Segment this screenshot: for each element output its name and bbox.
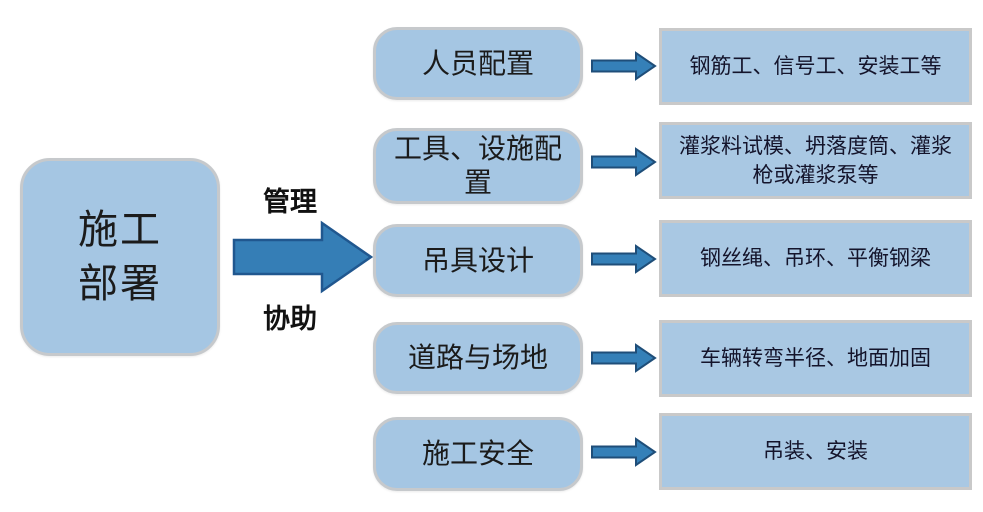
detail-box-rigging-design: 钢丝绳、吊环、平衡钢梁 [659, 220, 972, 297]
detail-box-tools-facilities: 灌浆料试模、坍落度筒、灌浆枪或灌浆泵等 [659, 122, 972, 199]
category-node-tools-facilities: 工具、设施配置 [373, 128, 583, 204]
category-label: 施工安全 [421, 437, 534, 471]
right-arrow-icon [591, 51, 657, 81]
detail-label: 灌浆料试模、坍落度筒、灌浆枪或灌浆泵等 [679, 134, 952, 187]
detail-box-roads-site: 车辆转弯半径、地面加固 [659, 320, 972, 397]
right-arrow-icon [591, 244, 657, 274]
right-arrow-icon [591, 343, 657, 373]
category-label: 人员配置 [421, 46, 534, 80]
root-node-label: 施工 部署 [78, 207, 162, 307]
arrow-label-manage: 管理 [263, 187, 317, 218]
right-arrow-icon [591, 437, 657, 467]
category-label: 吊具设计 [421, 243, 534, 277]
main-right-arrow-icon [232, 220, 374, 294]
right-arrow-icon [591, 147, 657, 177]
detail-label: 钢丝绳、吊环、平衡钢梁 [700, 246, 931, 271]
detail-box-construction-safety: 吊装、安装 [659, 413, 972, 490]
category-label: 道路与场地 [407, 341, 548, 375]
category-label: 工具、设施配置 [393, 132, 562, 199]
detail-label: 吊装、安装 [763, 439, 868, 464]
detail-label: 车辆转弯半径、地面加固 [700, 346, 931, 371]
arrow-label-assist: 协助 [263, 304, 317, 335]
category-node-construction-safety: 施工安全 [373, 417, 583, 491]
detail-label: 钢筋工、信号工、安装工等 [689, 54, 942, 79]
category-node-rigging-design: 吊具设计 [373, 224, 583, 297]
detail-box-personnel: 钢筋工、信号工、安装工等 [659, 28, 972, 105]
category-node-personnel: 人员配置 [373, 27, 583, 100]
category-node-roads-site: 道路与场地 [373, 322, 583, 394]
root-node-construction-deployment: 施工 部署 [20, 158, 220, 356]
